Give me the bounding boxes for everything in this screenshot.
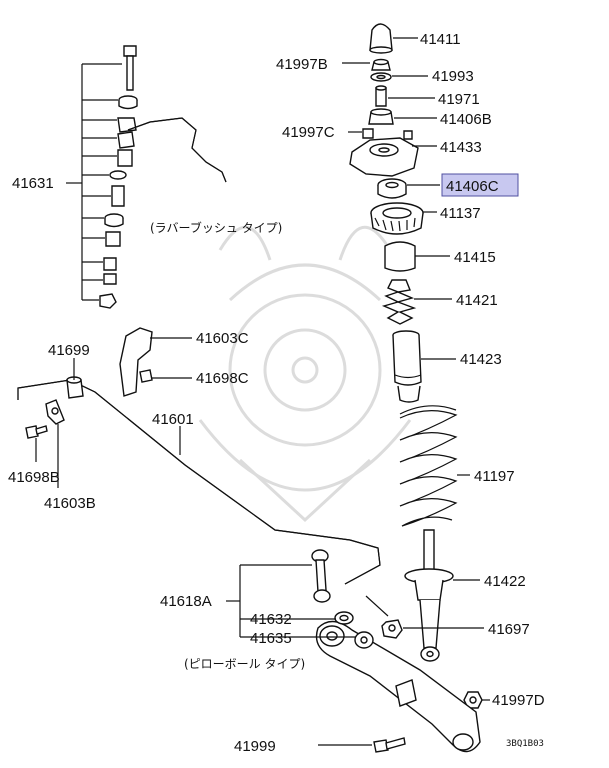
- part-41601-stabilizer-bar: [17, 379, 381, 585]
- label-41618A[interactable]: 41618A: [160, 593, 212, 610]
- part-41603B-bracket: [45, 399, 65, 425]
- label-41433[interactable]: 41433: [440, 139, 482, 156]
- label-41971[interactable]: 41971: [438, 91, 480, 108]
- label-41422[interactable]: 41422: [484, 573, 526, 590]
- part-41698B-bolt: [25, 425, 48, 439]
- label-41698C[interactable]: 41698C: [196, 370, 249, 387]
- part-41411-cap: [369, 23, 393, 54]
- label-41997D[interactable]: 41997D: [492, 692, 545, 709]
- part-41197-coil-spring: [399, 405, 458, 527]
- label-41631[interactable]: 41631: [12, 175, 54, 192]
- part-41999-bolt: [373, 737, 406, 753]
- part-41618A-stabilizer-link: [311, 549, 331, 603]
- label-41406C[interactable]: 41406C: [446, 178, 499, 195]
- part-41406C-bearing: [377, 178, 407, 199]
- label-41421[interactable]: 41421: [456, 292, 498, 309]
- part-41971-spacer: [375, 85, 387, 107]
- part-41421-bump-stop: [381, 279, 417, 325]
- watermark: [198, 226, 412, 523]
- part-41698C-bolt: [139, 369, 153, 383]
- part-41137-spring-seat: [370, 202, 424, 235]
- label-41635[interactable]: 41635: [250, 630, 292, 647]
- label-41999[interactable]: 41999: [234, 738, 276, 755]
- label-41406B[interactable]: 41406B: [440, 111, 492, 128]
- label-41415[interactable]: 41415: [454, 249, 496, 266]
- label-41411[interactable]: 41411: [420, 31, 461, 48]
- note-rubber-bush-type: (ラバーブッシュ タイプ): [150, 220, 282, 235]
- label-41698B[interactable]: 41698B: [8, 469, 60, 486]
- label-41993[interactable]: 41993: [432, 68, 474, 85]
- label-41997C[interactable]: 41997C: [282, 124, 335, 141]
- label-41697[interactable]: 41697: [488, 621, 530, 638]
- part-41415-bump-cap: [384, 241, 416, 272]
- label-41632[interactable]: 41632: [250, 611, 292, 628]
- label-41601[interactable]: 41601: [152, 411, 194, 428]
- label-41603B[interactable]: 41603B: [44, 495, 96, 512]
- part-41422-shock-absorber: [404, 529, 454, 662]
- part-41433-strut-mount: [349, 137, 419, 177]
- label-41699[interactable]: 41699: [48, 342, 90, 359]
- part-41997D-nut: [463, 691, 483, 709]
- part-41997C-nut: [362, 128, 413, 140]
- part-41993-washer: [370, 72, 392, 82]
- part-41406B-bushing: [368, 108, 394, 125]
- label-41137[interactable]: 41137: [440, 205, 481, 222]
- lower-control-arm: [315, 620, 481, 753]
- part-41697-nut: [381, 619, 403, 639]
- part-41699-bushing: [66, 376, 84, 399]
- part-41423-dust-boot: [392, 330, 422, 403]
- part-41603C-bracket: [119, 327, 153, 397]
- diagram-code: 3BQ1B03: [506, 739, 544, 749]
- part-41997B-nut: [371, 58, 391, 71]
- part-41635-bushing: [354, 631, 374, 649]
- highlight-box-41406C: [441, 173, 519, 197]
- leader-lines: [35, 37, 490, 746]
- label-41997B[interactable]: 41997B: [276, 56, 328, 73]
- note-pillow-ball-type: (ピローボール タイプ): [184, 657, 305, 671]
- label-41603C[interactable]: 41603C: [196, 330, 249, 347]
- label-41197[interactable]: 41197: [474, 468, 515, 485]
- label-41423[interactable]: 41423: [460, 351, 502, 368]
- part-41631-link-kit: [99, 45, 227, 309]
- part-41632-collar: [334, 611, 354, 625]
